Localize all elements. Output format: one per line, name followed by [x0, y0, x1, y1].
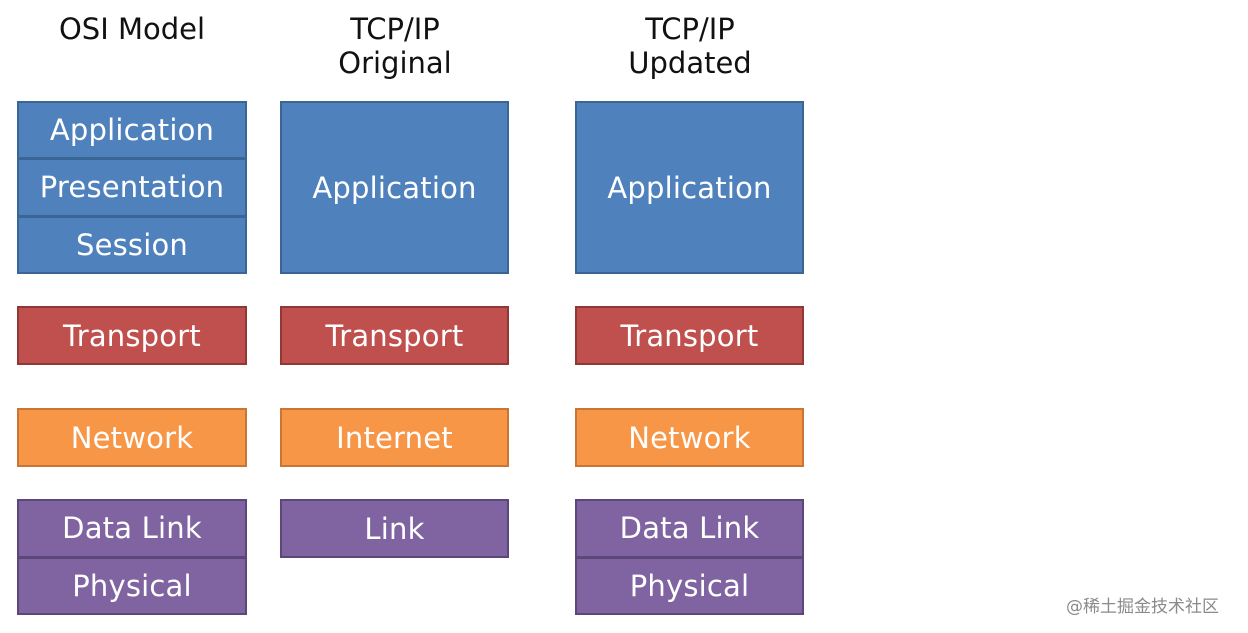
osi-presentation-layer: Presentation	[19, 157, 245, 214]
osi-session-layer: Session	[19, 214, 245, 272]
tcpip-original-application-layer: Application	[280, 101, 509, 274]
osi-physical-layer: Physical	[19, 555, 245, 614]
tcpip-original-title: TCP/IP Original	[338, 12, 452, 80]
tcpip-updated-lower-layers-block: Data Link Physical	[575, 499, 804, 615]
osi-upper-layers-block: Application Presentation Session	[17, 101, 247, 274]
tcpip-updated-data-link-layer: Data Link	[619, 511, 760, 546]
osi-network-layer: Network	[17, 408, 247, 467]
tcpip-updated-application-layer: Application	[575, 101, 804, 274]
tcpip-updated-transport-layer: Transport	[575, 306, 804, 365]
tcpip-original-transport-layer: Transport	[280, 306, 509, 365]
tcpip-updated-network-layer: Network	[575, 408, 804, 467]
watermark: @稀土掘金技术社区	[1066, 597, 1219, 617]
tcpip-updated-title: TCP/IP Updated	[628, 12, 752, 80]
osi-data-link-layer: Data Link	[62, 511, 202, 546]
osi-model-title: OSI Model	[58, 12, 206, 46]
tcpip-updated-physical-layer: Physical	[577, 555, 802, 614]
osi-transport-layer: Transport	[17, 306, 247, 365]
tcpip-original-link-layer: Link	[280, 499, 509, 558]
tcpip-original-internet-layer: Internet	[280, 408, 509, 467]
osi-application-layer: Application	[49, 113, 215, 148]
osi-lower-layers-block: Data Link Physical	[17, 499, 247, 615]
